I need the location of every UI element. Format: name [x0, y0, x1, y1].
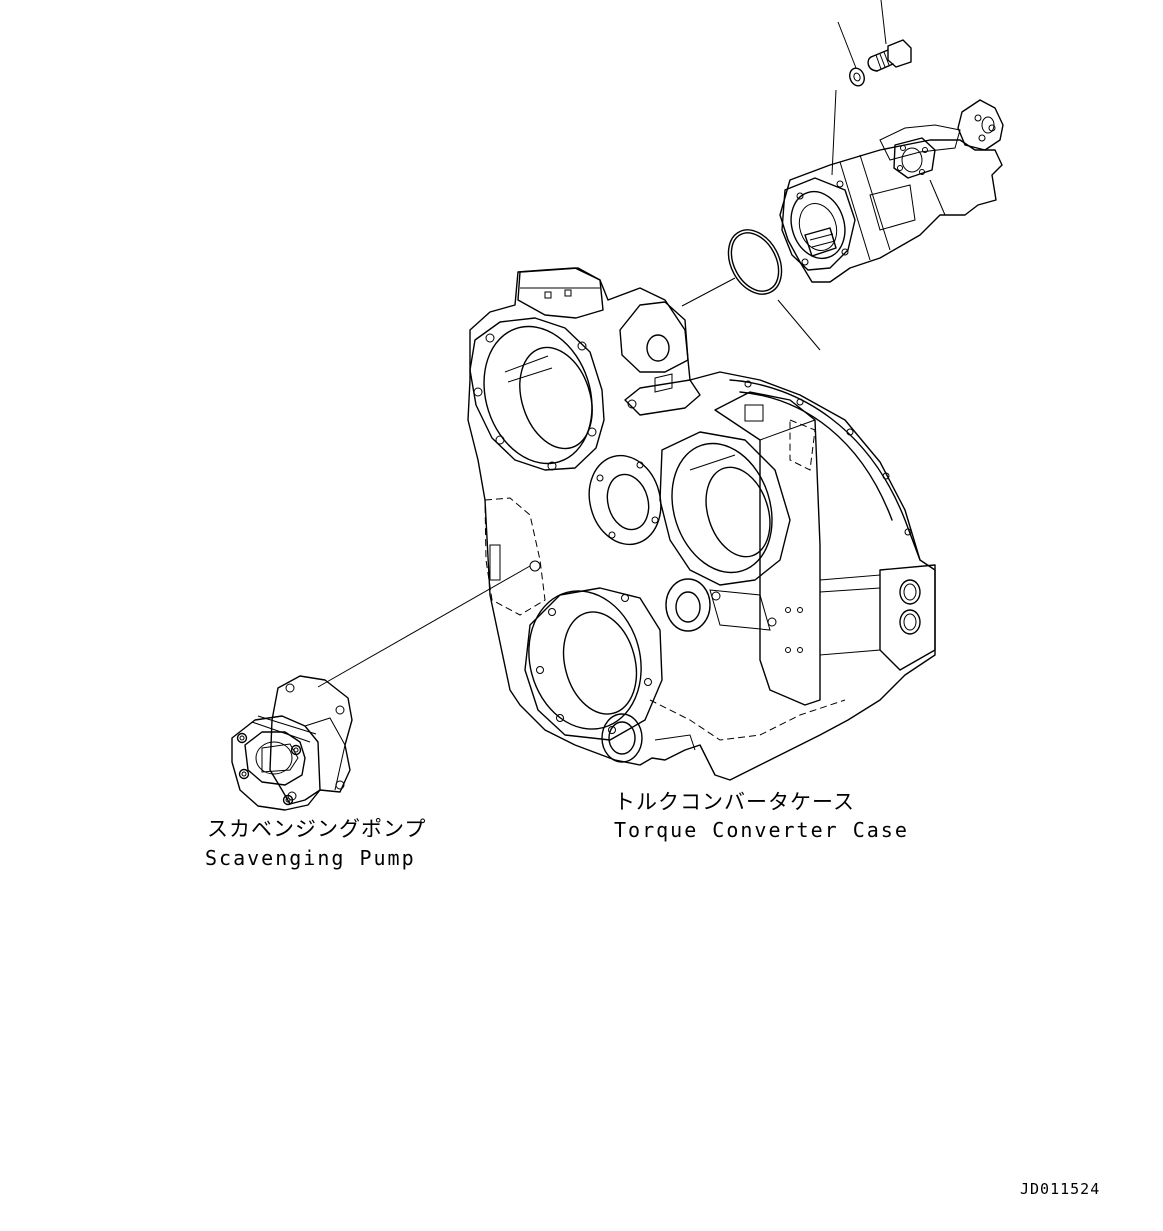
drawing-code: JD011524: [1020, 1180, 1101, 1198]
scavenging-pump: [231, 675, 353, 811]
torque-converter-case: [467, 267, 936, 781]
scavenging-pump-label-jp: スカベンジングポンプ: [207, 817, 427, 841]
hydraulic-pump: [779, 99, 1004, 283]
bolt: [867, 39, 912, 72]
scavenging-pump-label-en: Scavenging Pump: [205, 846, 416, 870]
o-ring: [727, 229, 783, 295]
leader-lines: [317, 0, 887, 688]
torque-converter-case-label-jp: トルクコンバータケース: [614, 790, 855, 814]
torque-converter-case-label-en: Torque Converter Case: [614, 818, 909, 842]
washer: [849, 67, 865, 87]
